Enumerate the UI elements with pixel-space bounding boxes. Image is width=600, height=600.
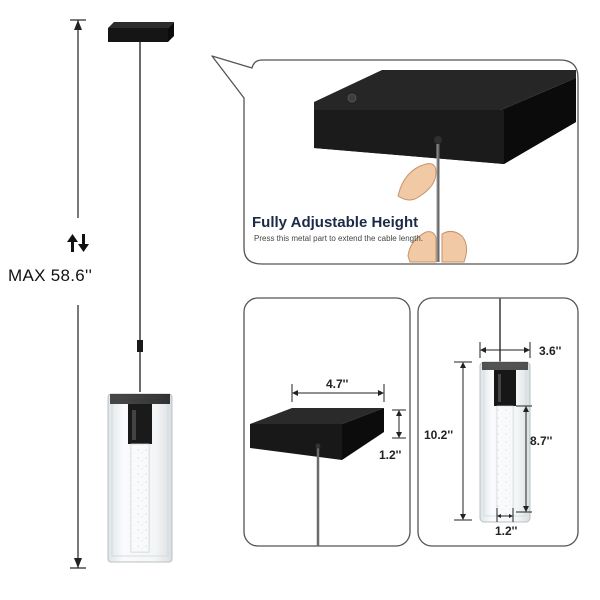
shade-width-label: 3.6'' [539, 344, 562, 358]
overall-height-arrow [70, 19, 86, 569]
callout-title: Fully Adjustable Height [252, 214, 419, 231]
callout-description: Press this metal part to extend the cabl… [254, 234, 423, 243]
shade-dimension-panel [417, 297, 579, 547]
canopy-width-label: 4.7'' [326, 377, 349, 391]
max-height-label: MAX 58.6'' [8, 266, 93, 285]
pendant-full-view [107, 22, 174, 563]
adjustable-height-panel [211, 55, 579, 265]
shade-inner-width-label: 1.2'' [495, 524, 518, 538]
canopy-height-label: 1.2'' [379, 448, 402, 462]
canopy-dimension-panel [243, 297, 411, 547]
shade-total-height-label: 10.2'' [424, 428, 454, 442]
up-down-arrows-icon [67, 234, 89, 252]
shade-inner-height-label: 8.7'' [530, 434, 553, 448]
